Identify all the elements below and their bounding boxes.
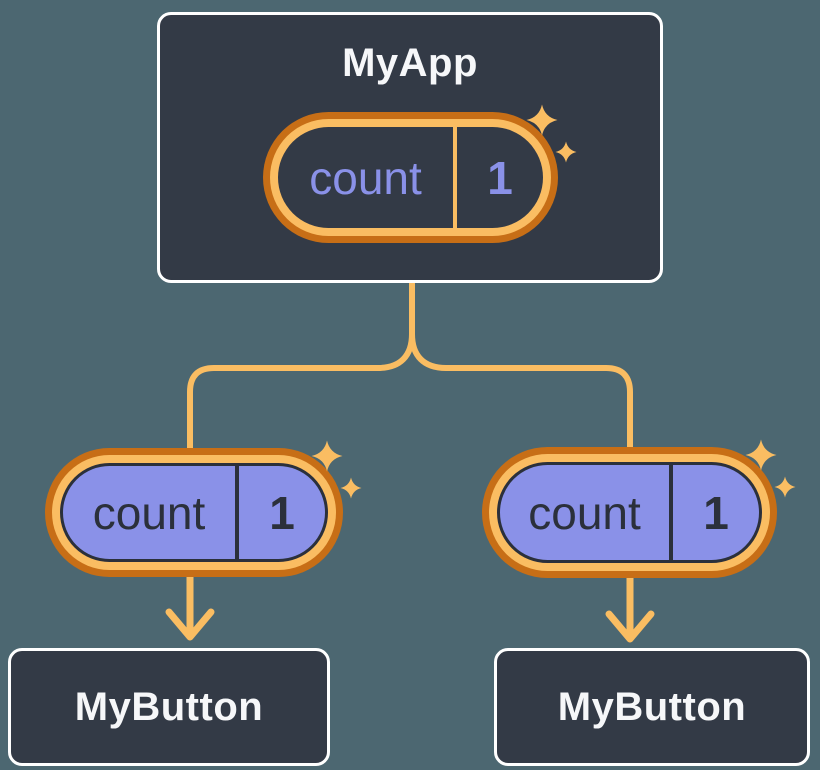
prop-pill: count 1 xyxy=(45,440,362,577)
branch-line-right xyxy=(409,281,633,455)
state-pill: count 1 xyxy=(263,104,577,243)
branch-line-left xyxy=(187,281,415,455)
prop-pill: count 1 xyxy=(482,439,796,578)
arrow-down-icon xyxy=(605,610,655,643)
pill-divider xyxy=(669,465,673,560)
component-title: MyButton xyxy=(557,684,747,729)
pill-divider xyxy=(453,127,457,228)
component-title: MyButton xyxy=(74,684,264,729)
component-card-mybutton: MyButton xyxy=(8,648,330,766)
pill-divider xyxy=(235,466,239,559)
arrow-down-icon xyxy=(165,608,215,641)
sparkle-icon xyxy=(311,440,362,499)
sparkle-icon xyxy=(745,439,796,498)
component-card-mybutton: MyButton xyxy=(494,648,810,766)
pill-label: count xyxy=(309,151,422,204)
pill-value: 1 xyxy=(487,151,513,204)
component-title: MyApp xyxy=(342,41,478,85)
sparkle-icon xyxy=(526,104,577,163)
pill-value: 1 xyxy=(703,486,729,539)
pill-label: count xyxy=(528,486,641,539)
component-card-myapp: MyApp count 1 xyxy=(157,12,663,283)
pill-label: count xyxy=(92,486,206,539)
pill-value: 1 xyxy=(269,486,295,539)
